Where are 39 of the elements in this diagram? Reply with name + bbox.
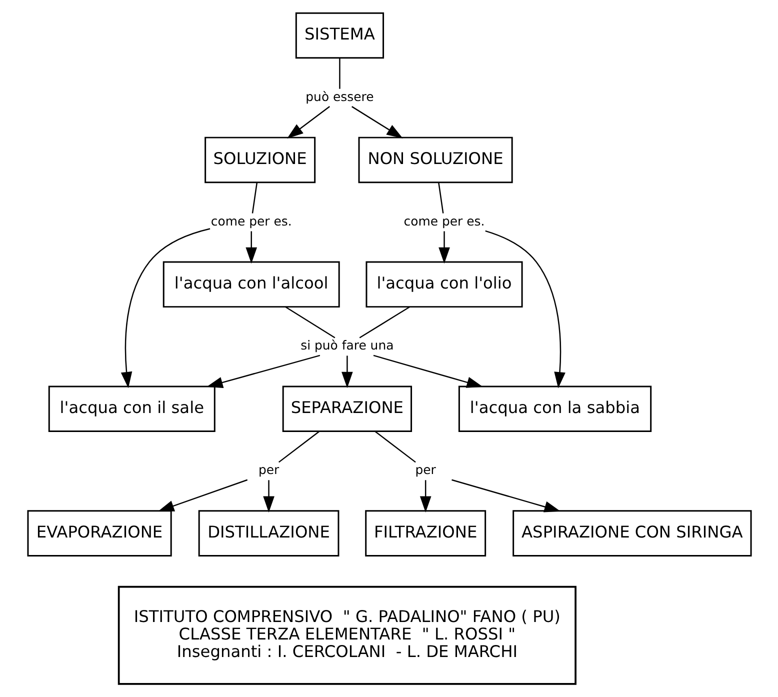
node-box: FILTRAZIONE [364, 510, 486, 556]
node-text: si può fare una [300, 338, 394, 353]
connector [284, 306, 335, 338]
arrow [438, 231, 450, 264]
node-box: l'acqua con il sale [48, 386, 215, 432]
node-box: l'acqua con la sabbia [458, 386, 652, 432]
connector [251, 182, 258, 214]
connector [358, 306, 410, 338]
connector [374, 430, 416, 463]
node-box: ASPIRAZIONE CON SIRINGA [512, 510, 752, 556]
node-box: SISTEMA [294, 12, 384, 59]
arrow [206, 354, 320, 388]
arrow [157, 479, 248, 512]
connector [278, 430, 320, 463]
connector [338, 58, 340, 89]
arrow [372, 354, 482, 388]
node-text: come per es. [403, 213, 484, 228]
node-box: NON SOLUZIONE [358, 136, 512, 184]
arrow [484, 230, 565, 388]
node-text: come per es. [210, 213, 292, 228]
node-box: SEPARAZIONE [282, 386, 412, 432]
node-box: EVAPORAZIONE [26, 510, 172, 556]
node-box: ISTITUTO COMPRENSIVO " G. PADALINO" FANO ( PU) CLASSE TERZA ELEMENTARE " L. ROSSI " Insegnanti : I. CERCOLANI - L. DE MARCHI [117, 586, 576, 685]
arrow [451, 479, 560, 512]
node-box: l'acqua con l'olio [365, 261, 522, 308]
node-box: l'acqua con l'alcool [162, 261, 340, 308]
arrow [341, 356, 352, 388]
arrow [419, 480, 431, 512]
arrow [120, 228, 210, 388]
arrow [245, 231, 257, 264]
arrow [262, 480, 274, 512]
arrow [351, 106, 402, 138]
node-text: per [258, 462, 279, 478]
arrow [286, 106, 330, 138]
connector [438, 182, 444, 214]
node-box: DISTILLAZIONE [198, 510, 339, 556]
node-box: SOLUZIONE [204, 136, 316, 184]
node-text: può essere [305, 88, 374, 104]
node-text: per [414, 462, 436, 478]
